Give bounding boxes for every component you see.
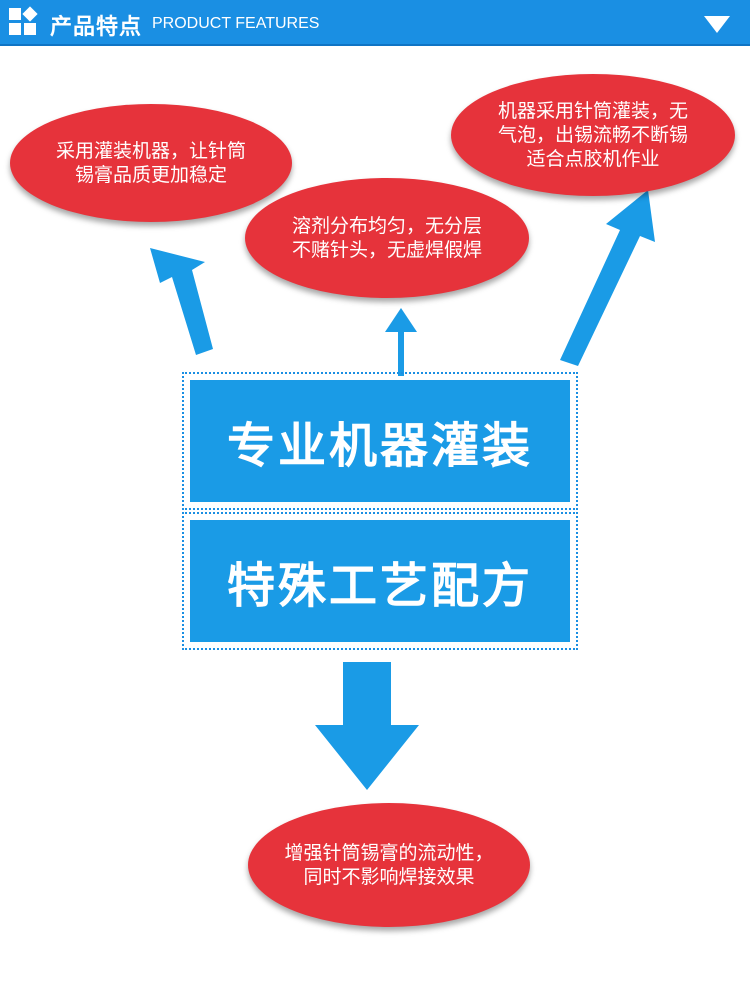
section-header: 产品特点 PRODUCT FEATURES [0,0,750,46]
feature-bubble-bottom: 增强针筒锡膏的流动性， 同时不影响焊接效果 [248,803,530,927]
special-formula-box: 特殊工艺配方 [182,512,578,650]
feature-text-right: 机器采用针筒灌装，无 气泡，出锡流畅不断锡 适合点胶机作业 [497,100,688,170]
feature-text-left: 采用灌装机器，让针筒 锡膏品质更加稳定 [55,140,246,186]
grid-logo-icon [9,6,39,38]
arrow-up-right-icon [560,190,655,366]
arrow-up-icon [385,308,417,376]
chevron-down-icon[interactable] [702,14,732,34]
machine-filling-label: 专业机器灌装 [190,380,570,502]
header-title: 产品特点 [50,15,143,40]
feature-bubble-middle: 溶剂分布均匀，无分层 不赌针头，无虚焊假焊 [245,178,529,298]
feature-bubble-left: 采用灌装机器，让针筒 锡膏品质更加稳定 [10,104,292,222]
header-subtitle: PRODUCT FEATURES [152,15,320,32]
feature-text-middle: 溶剂分布均匀，无分层 不赌针头，无虚焊假焊 [291,215,482,261]
arrow-down-icon [315,662,419,790]
special-formula-label: 特殊工艺配方 [190,520,570,642]
feature-bubble-right: 机器采用针筒灌装，无 气泡，出锡流畅不断锡 适合点胶机作业 [451,74,735,196]
feature-text-bottom: 增强针筒锡膏的流动性， 同时不影响焊接效果 [284,842,494,888]
machine-filling-box: 专业机器灌装 [182,372,578,510]
arrow-up-left-icon [150,248,213,355]
